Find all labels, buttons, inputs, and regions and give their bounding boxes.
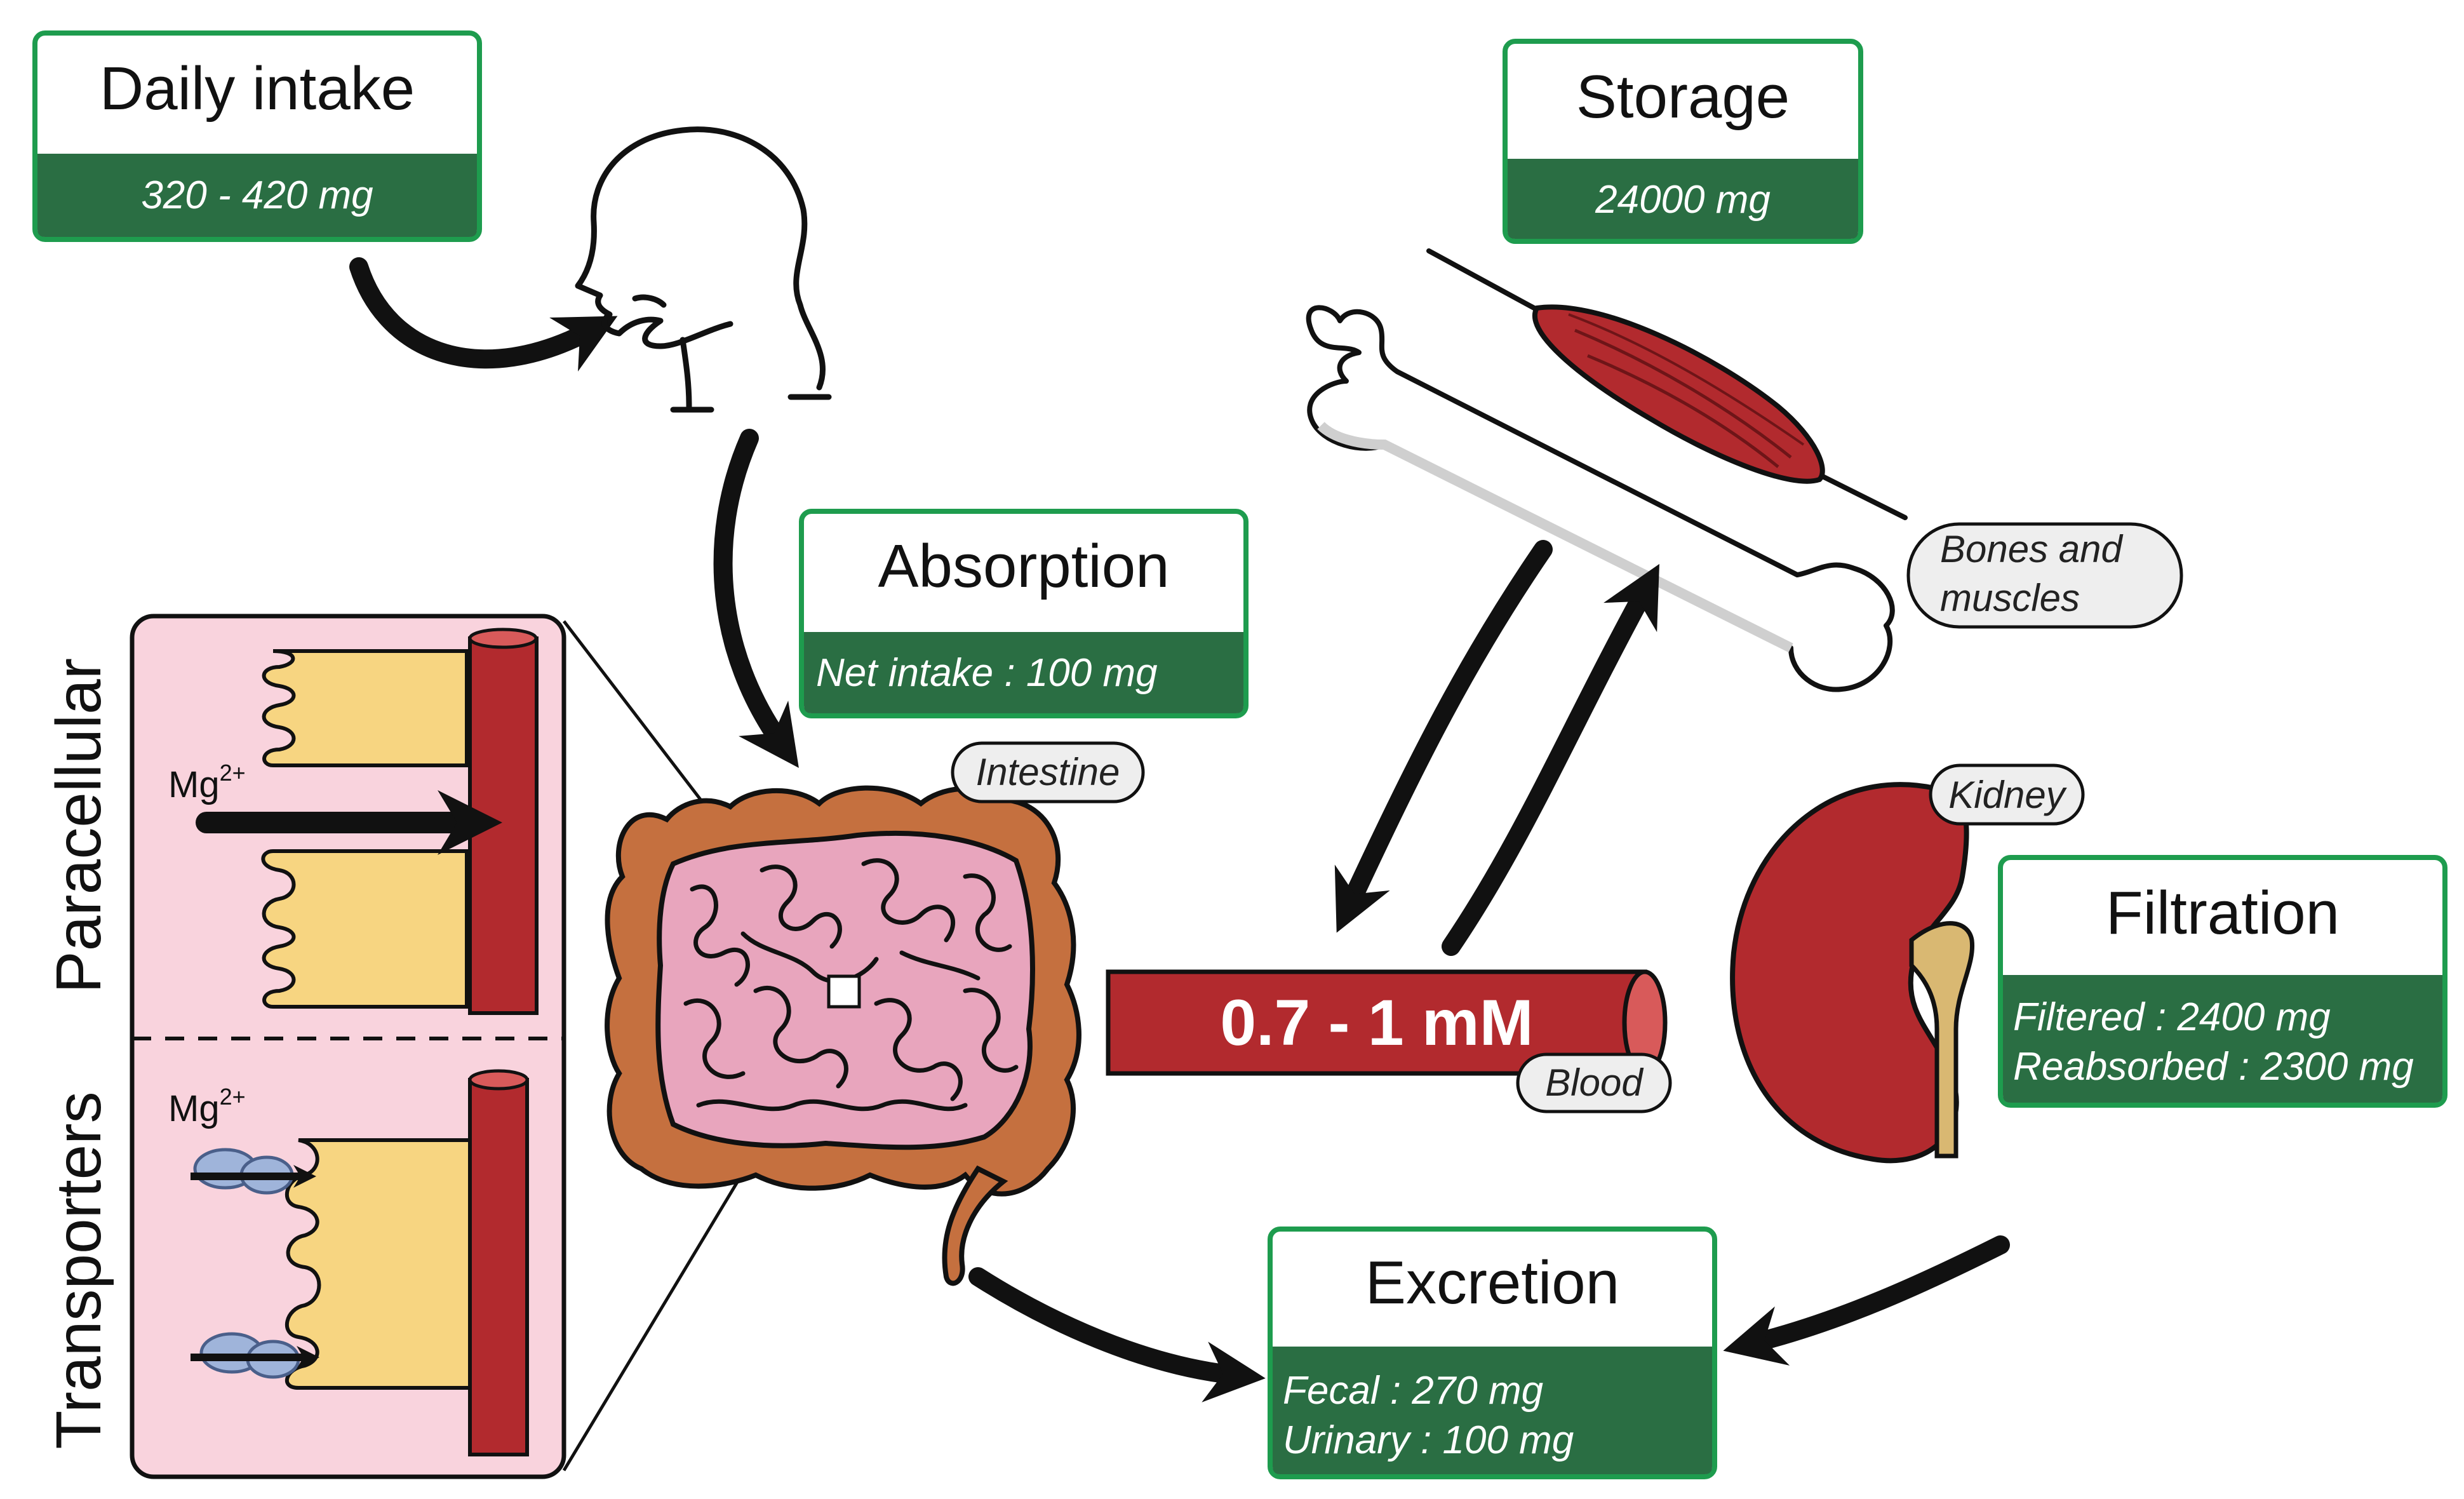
transporter-upper [191, 1148, 316, 1195]
excretion-urinary: Urinary : 100 mg [1283, 1418, 1574, 1462]
kidney-label-text: Kidney [1948, 774, 2067, 816]
excretion-title: Excretion [1365, 1249, 1619, 1317]
intestine-to-excretion-arrow [968, 1267, 1266, 1402]
intestine-label: Intestine [951, 741, 1145, 803]
excretion-box: Excretion Fecal : 270 mg Urinary : 100 m… [1268, 1227, 1717, 1479]
transporter-lower [191, 1332, 319, 1379]
bones-muscles-line2: muscles [1940, 577, 2080, 619]
mg-ion-upper: Mg2+ [168, 760, 246, 805]
absorption-title: Absorption [878, 532, 1170, 600]
kidney-illustration [1730, 782, 1975, 1164]
storage-box: Storage 24000 mg [1503, 39, 1863, 244]
filtration-reabsorbed: Reabsorbed : 2300 mg [2013, 1045, 2414, 1089]
filtration-title: Filtration [2106, 879, 2340, 947]
epithelial-cell-upper-a [262, 649, 469, 767]
absorption-box: Absorption Net intake : 100 mg [799, 509, 1249, 718]
daily-intake-box: Daily intake 320 - 420 mg [32, 30, 482, 242]
daily-intake-title: Daily intake [100, 55, 415, 123]
ureter [1909, 921, 1975, 1159]
kidney-to-excretion-arrow [1723, 1235, 2010, 1366]
transporters-label: Transporters [43, 1091, 114, 1449]
blood-concentration: 0.7 - 1 mM [1220, 986, 1533, 1059]
intake-to-head-arrow [349, 257, 618, 372]
blood-to-bone-arrow [1442, 563, 1659, 956]
blood-vessel-main: 0.7 - 1 mM [1106, 969, 1668, 1076]
bone-to-blood-arrow [1334, 540, 1553, 933]
muscle-illustration [1426, 248, 1908, 520]
storage-value: 24000 mg [1595, 178, 1771, 222]
intestinal-epithelium-inset: Mg2+ Mg2+ [130, 614, 566, 1479]
intestine-illustration [605, 785, 1081, 1286]
absorption-value: Net intake : 100 mg [816, 651, 1158, 695]
blood-label: Blood [1516, 1052, 1672, 1113]
paracellular-label: Paracellular [43, 658, 114, 993]
bones-muscles-line1: Bones and [1940, 528, 2124, 570]
inset-focus-square [827, 974, 861, 1009]
filtration-box: Filtration Filtered : 2400 mg Reabsorbed… [1998, 855, 2447, 1108]
epithelial-cell-upper-b [261, 849, 469, 1009]
head-icon [575, 126, 832, 413]
excretion-fecal: Fecal : 270 mg [1283, 1369, 1543, 1413]
head-to-intestine-arrow [713, 429, 799, 769]
blood-label-text: Blood [1545, 1061, 1644, 1104]
blood-vessel-lower [468, 1078, 529, 1456]
daily-intake-value: 320 - 420 mg [141, 173, 373, 217]
bones-muscles-label: Bones and muscles [1906, 522, 2183, 629]
storage-title: Storage [1576, 63, 1790, 131]
bone-illustration [1306, 305, 1895, 692]
kidney-label: Kidney [1929, 763, 2085, 826]
intestine-label-text: Intestine [976, 751, 1120, 793]
filtration-filtered: Filtered : 2400 mg [2013, 995, 2331, 1039]
mg-ion-lower: Mg2+ [168, 1084, 246, 1129]
